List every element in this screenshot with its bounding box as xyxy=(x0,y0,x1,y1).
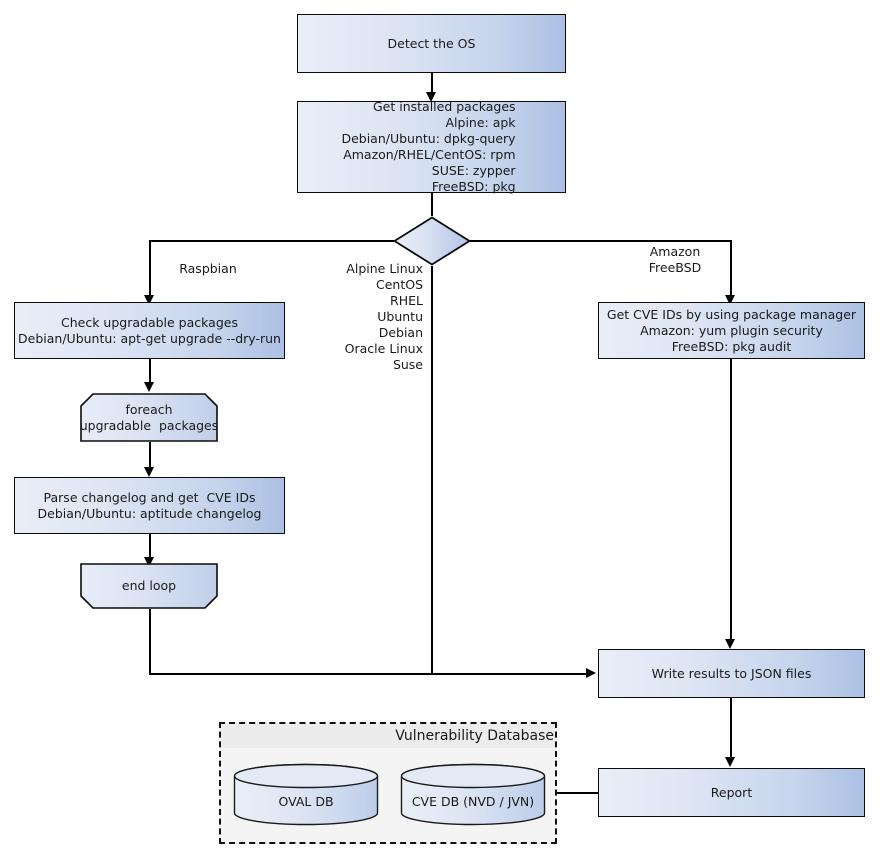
group-vulnerability-database-title: Vulnerability Database xyxy=(221,724,555,748)
node-get-installed-packages-label: Get installed packages Alpine: apk Debia… xyxy=(341,99,516,194)
db-cylinder-cve[interactable]: CVE DB (NVD / JVN) xyxy=(400,763,546,826)
arrowhead-check-to-foreach xyxy=(144,382,154,392)
connector-detect-to-packages xyxy=(431,73,433,97)
node-parse-changelog[interactable]: Parse changelog and get CVE IDs Debian/U… xyxy=(14,477,285,534)
edge-label-center-os-list: Alpine Linux CentOS RHEL Ubuntu Debian O… xyxy=(344,261,423,372)
connector-cve-to-write-results xyxy=(730,359,732,644)
node-decision-os-branch[interactable] xyxy=(393,216,471,266)
arrowhead-detect-to-packages xyxy=(426,92,436,102)
connector-endloop-down xyxy=(149,609,151,674)
node-report-label: Report xyxy=(710,784,753,800)
node-write-results-to-json[interactable]: Write results to JSON files xyxy=(598,649,865,698)
node-get-cve-ids-label: Get CVE IDs by using package manager Ama… xyxy=(606,306,857,354)
db-cylinder-cve-label: CVE DB (NVD / JVN) xyxy=(411,793,535,809)
edge-label-raspbian: Raspbian xyxy=(179,261,237,276)
connector-decision-center-vertical xyxy=(431,266,433,674)
arrowhead-decision-to-get-cve-ids xyxy=(725,295,735,305)
connector-decision-right-horizontal xyxy=(470,240,732,242)
node-detect-os-label: Detect the OS xyxy=(387,35,476,51)
node-report[interactable]: Report xyxy=(598,768,865,817)
arrowhead-cve-to-write-results xyxy=(725,639,735,649)
node-end-loop[interactable]: end loop xyxy=(80,563,218,609)
connector-decision-left-vertical xyxy=(149,240,151,300)
edge-label-amazon-freebsd: Amazon FreeBSD xyxy=(648,244,702,275)
arrowhead-parse-to-endloop xyxy=(144,557,154,567)
db-cylinder-oval[interactable]: OVAL DB xyxy=(233,763,379,826)
node-get-installed-packages[interactable]: Get installed packages Alpine: apk Debia… xyxy=(297,99,566,194)
connector-endloop-to-write-results xyxy=(149,673,592,675)
arrowhead-decision-to-check-upgradable xyxy=(144,295,154,305)
connector-parse-to-endloop xyxy=(149,534,151,561)
node-check-upgradable-packages-label: Check upgradable packages Debian/Ubuntu:… xyxy=(18,314,281,346)
node-end-loop-label: end loop xyxy=(121,578,177,593)
node-check-upgradable-packages[interactable]: Check upgradable packages Debian/Ubuntu:… xyxy=(14,302,285,359)
node-foreach-loop-start-label: foreach upgradable packages xyxy=(79,401,219,433)
node-get-cve-ids[interactable]: Get CVE IDs by using package manager Ama… xyxy=(598,302,865,359)
arrowhead-write-results-to-report xyxy=(725,757,735,767)
connector-decision-left-horizontal xyxy=(149,240,394,242)
node-foreach-loop-start[interactable]: foreach upgradable packages xyxy=(80,393,218,442)
node-write-results-to-json-label: Write results to JSON files xyxy=(651,665,812,681)
node-detect-os[interactable]: Detect the OS xyxy=(297,14,566,73)
arrowhead-left-branch-to-write-results xyxy=(586,668,596,678)
connector-check-to-foreach xyxy=(149,359,151,385)
arrowhead-foreach-to-parse xyxy=(144,467,154,477)
node-parse-changelog-label: Parse changelog and get CVE IDs Debian/U… xyxy=(37,489,262,521)
connector-decision-right-vertical xyxy=(730,240,732,300)
connector-packages-to-decision xyxy=(431,193,433,216)
connector-foreach-to-parse xyxy=(149,442,151,471)
connector-write-results-to-report xyxy=(730,698,732,762)
connector-vulndb-to-report xyxy=(557,792,598,794)
db-cylinder-oval-label: OVAL DB xyxy=(278,793,334,809)
